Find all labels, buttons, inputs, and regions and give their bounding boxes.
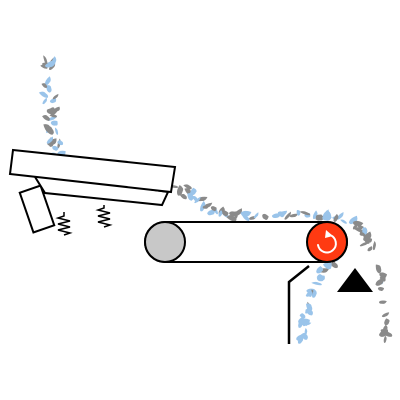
particle-stream [38, 55, 393, 344]
nonmagnetic-particle [383, 335, 387, 343]
magnetic-particle [317, 275, 325, 281]
belt-particle [279, 210, 288, 216]
feed-particle [49, 113, 57, 118]
feeder-tray [8, 148, 177, 194]
belt-particle [240, 210, 252, 217]
transfer-particle [194, 196, 201, 204]
transfer-particle [179, 193, 187, 200]
feed-particle [49, 98, 57, 104]
transfer-particle [218, 210, 223, 217]
magnetic-particle [316, 266, 324, 274]
transfer-particle [207, 209, 215, 216]
magnetic-particle [302, 322, 312, 326]
nonmagnetic-particle [365, 237, 373, 243]
feed-particle [44, 126, 54, 135]
magnetic-particle [299, 313, 306, 319]
magnetic-particle [311, 281, 322, 286]
belt-conveyor [144, 221, 348, 263]
feed-particle [52, 145, 59, 151]
belt-particle [230, 211, 239, 217]
nonmagnetic-particle [381, 312, 390, 318]
nonmagnetic-particle [356, 225, 365, 229]
belt-particle [241, 214, 250, 222]
feed-particle [47, 109, 53, 114]
feed-particle [42, 115, 50, 121]
nonmagnetic-particle [377, 286, 385, 291]
feed-particle [50, 120, 58, 126]
belt-particle [226, 214, 237, 222]
nonmagnetic-particle [379, 275, 386, 282]
nonmagnetic-particle [384, 318, 390, 326]
belt-particle [271, 213, 281, 218]
belt-particle [322, 215, 332, 221]
belt-particle [296, 210, 301, 216]
feed-particle [43, 55, 48, 65]
feed-particle [52, 93, 59, 100]
belt-particle [299, 211, 311, 216]
magnetic-particle [311, 289, 317, 298]
feed-particle [42, 97, 47, 105]
magnetic-head-pulley [306, 221, 348, 263]
triangle-icon [337, 268, 373, 292]
nonmagnetic-particle [359, 241, 370, 247]
feed-particle [46, 136, 53, 144]
belt-particle [333, 213, 339, 222]
feed-particle [44, 76, 51, 86]
feeder-vibrator-unit [18, 184, 56, 234]
belt-particle [315, 214, 323, 221]
clockwise-arrow-icon [317, 234, 337, 254]
feed-particle [54, 127, 59, 135]
feed-particle [38, 91, 49, 98]
transfer-particle [176, 185, 184, 196]
magnetic-particle [305, 308, 313, 316]
magnetic-particle [298, 318, 304, 328]
transfer-particle [200, 200, 206, 212]
nonmagnetic-particle [360, 232, 367, 239]
nonmagnetic-particle [340, 219, 347, 224]
transfer-particle [202, 205, 209, 209]
nonmagnetic-particle [367, 246, 373, 252]
magnetic-particle [297, 336, 304, 344]
belt-particle [289, 213, 299, 218]
belt-particle [262, 213, 269, 221]
feed-particle [46, 85, 52, 93]
splitter-plate [287, 265, 310, 344]
belt-particle [253, 212, 259, 219]
vibratory-feeder [8, 148, 177, 236]
belt-particle [284, 211, 291, 220]
nonmagnetic-particle [382, 331, 393, 337]
transfer-particle [210, 206, 217, 212]
nonmagnetic-particle [372, 240, 376, 251]
nonmagnetic-particle [353, 227, 364, 233]
feed-particle [57, 140, 64, 146]
transfer-particle [222, 210, 229, 217]
idler-pulley [144, 221, 186, 263]
transfer-particle [183, 184, 192, 190]
nonmagnetic-particle [353, 220, 364, 227]
feeder-spring-left [55, 212, 73, 236]
nonmagnetic-particle [375, 264, 382, 274]
belt-particle [322, 209, 329, 218]
feed-particle [47, 138, 57, 146]
magnetic-particle [304, 327, 308, 335]
feed-particle [42, 62, 47, 69]
magnetic-particle [308, 289, 313, 298]
transfer-particle [190, 187, 197, 196]
magnetic-particle [322, 262, 332, 270]
clockwise-arrowhead [325, 230, 333, 238]
feed-particle [41, 83, 48, 88]
nonmagnetic-particle [379, 300, 387, 304]
feed-particle [45, 62, 56, 68]
feeder-spring-right [95, 205, 113, 228]
